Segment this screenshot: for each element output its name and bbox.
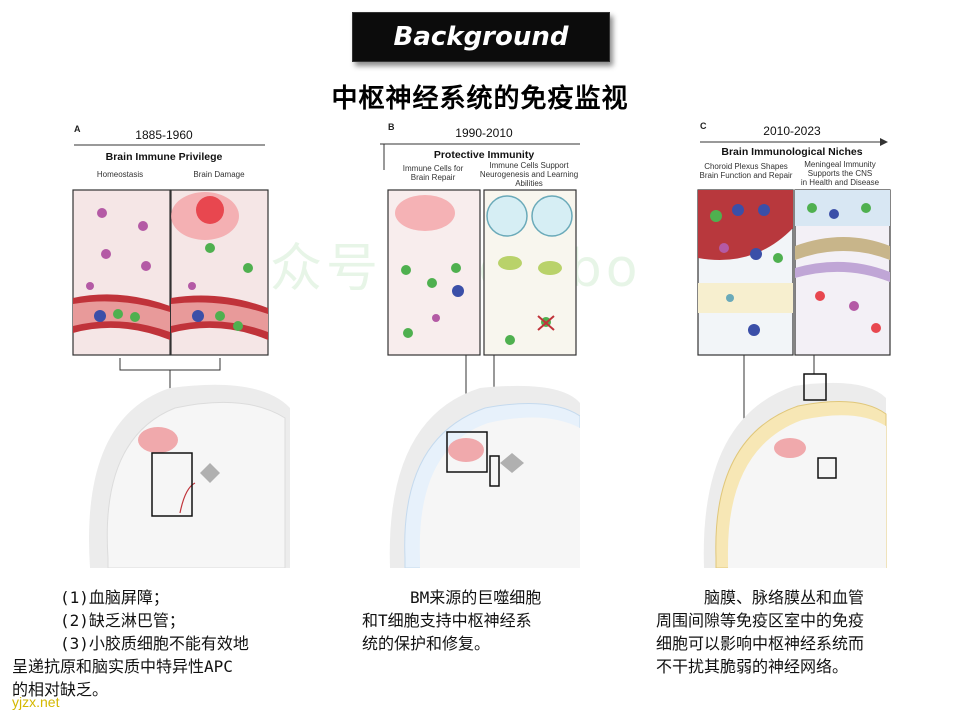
panel-b-label-neuro-1: Immune Cells Support <box>489 161 569 170</box>
microglia-cells <box>86 208 151 290</box>
panel-c-label-men-1: Meningeal Immunity <box>804 160 876 169</box>
repair-box <box>387 189 481 356</box>
panel-c-figure: C 2010-2023 Brain Immunological Niches C… <box>697 121 891 568</box>
page-title: Background <box>393 22 569 52</box>
panel-c-label-men-2: Supports the CNS <box>808 169 872 178</box>
panel-a-label-damage: Brain Damage <box>193 170 245 179</box>
desc-a-line-3: (3)小胶质细胞不能有效地 <box>60 634 249 653</box>
desc-c-line-2: 周围间隙等免疫区室中的免疫 <box>656 611 865 630</box>
desc-a-line-5: 的相对缺乏。 <box>12 680 109 699</box>
title-banner: Background <box>352 12 610 62</box>
desc-b-line-1: BM来源的巨噬细胞 <box>410 588 542 607</box>
panel-a-letter: A <box>74 124 81 134</box>
panel-b-label-neuro-2: Neurogenesis and Learning <box>480 170 578 179</box>
brain-damage-box <box>170 189 269 356</box>
panel-a-years: 1885-1960 <box>135 128 193 142</box>
desc-a-line-1: (1)血脑屏障； <box>60 588 169 607</box>
panel-b-label-neuro-3: Abilities <box>515 179 543 188</box>
panel-b-letter: B <box>388 122 395 132</box>
page-subtitle: 中枢神经系统的免疫监视 <box>331 84 629 114</box>
panel-c-label-men-3: in Health and Disease <box>801 178 880 187</box>
meningeal-box <box>794 189 891 356</box>
desc-c-line-1: 脑膜、脉络膜丛和血管 <box>704 588 865 607</box>
desc-b-line-2: 和T细胞支持中枢神经系 <box>362 611 532 630</box>
panel-a-label-homeostasis: Homeostasis <box>97 170 143 179</box>
desc-b-line-3: 统的保护和修复。 <box>362 634 491 653</box>
brain-slice-a <box>89 384 290 568</box>
panel-b-description: BM来源的巨噬细胞 和T细胞支持中枢神经系 统的保护和修复。 <box>362 586 602 655</box>
panel-c-letter: C <box>700 121 707 131</box>
panel-c-label-cp-1: Choroid Plexus Shapes <box>704 162 788 171</box>
panel-b-figure: B 1990-2010 Protective Immunity Immune C… <box>380 122 580 568</box>
panel-c-label-cp-2: Brain Function and Repair <box>700 171 793 180</box>
homeostasis-box <box>72 189 171 356</box>
panel-c-description: 脑膜、脉络膜丛和血管 周围间隙等免疫区室中的免疫 细胞可以影响中枢神经系统而 不… <box>656 586 952 678</box>
panel-c-title: Brain Immunological Niches <box>721 146 862 158</box>
desc-a-line-2: (2)缺乏淋巴管； <box>60 611 185 630</box>
brain-slice-c <box>703 373 887 568</box>
brain-slice-b <box>389 385 580 568</box>
neurogenesis-box <box>483 189 577 356</box>
desc-a-line-4: 呈递抗原和脑实质中特异性APC <box>12 657 233 676</box>
choroid-plexus-box <box>697 189 794 356</box>
panel-b-years: 1990-2010 <box>455 126 513 140</box>
panel-b-title: Protective Immunity <box>434 149 535 161</box>
panel-b-label-repair-2: Brain Repair <box>411 173 456 182</box>
panel-a-figure: A 1885-1960 Brain Immune Privilege Homeo… <box>72 124 290 568</box>
desc-c-line-4: 不干扰其脆弱的神经网络。 <box>656 657 849 676</box>
panel-a-title: Brain Immune Privilege <box>106 151 223 163</box>
panel-a-description: (1)血脑屏障； (2)缺乏淋巴管； (3)小胶质细胞不能有效地 呈递抗原和脑实… <box>12 586 312 701</box>
site-watermark: yjzx.net <box>12 694 60 710</box>
panel-c-years: 2010-2023 <box>763 124 821 138</box>
desc-c-line-3: 细胞可以影响中枢神经系统而 <box>656 634 865 653</box>
panel-b-label-repair-1: Immune Cells for <box>403 164 464 173</box>
